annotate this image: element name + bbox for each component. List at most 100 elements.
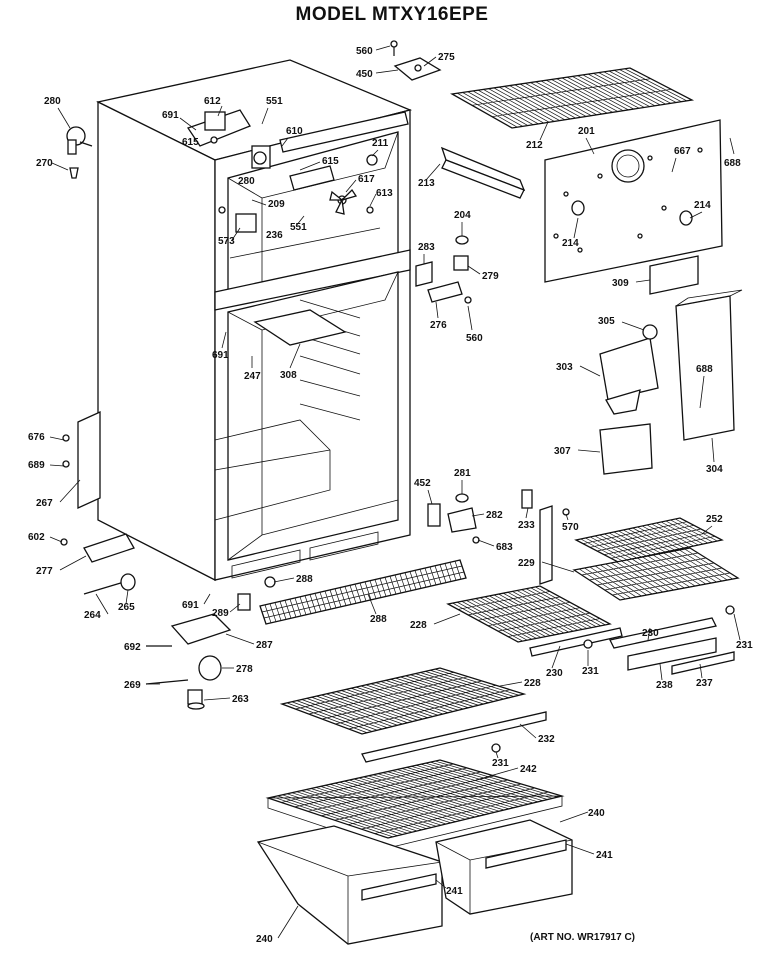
shelf-wire [404,572,412,591]
shelf-wire [498,593,569,633]
part-label: 278 [236,664,253,675]
shelf-wire [373,774,495,813]
shelf-wire [347,783,522,826]
shelf-wire [596,562,715,586]
part-label: 304 [706,464,723,475]
shelf-wire [449,562,457,581]
shelf-wire [457,601,528,641]
shelf-wire [483,89,544,124]
shelf-wire [414,570,422,589]
part-label: 689 [28,460,45,471]
shelf-wire [535,586,606,626]
fan-blade-icon [329,188,358,215]
shelf-wire [525,82,587,117]
part-label: 281 [454,468,471,479]
part-label: 231 [492,758,509,769]
part-label: 241 [446,886,463,897]
crisper-pans [256,819,573,945]
part-label: 676 [28,432,45,443]
shelf-wire [493,87,555,122]
part-label: 560 [356,46,373,57]
part-label: 617 [358,174,375,185]
shelf-wire [429,566,437,586]
shelf-wire [295,671,455,710]
shelf-wire [604,567,723,591]
evaporator-cover-panel [415,119,723,304]
part-label: 211 [372,138,389,149]
shelf-wire [382,772,505,811]
part-label: 280 [238,176,255,187]
shelf-wire [354,584,362,603]
part-label: 275 [438,52,455,63]
shelf-wire [614,69,677,103]
shelf-wire [287,793,408,834]
shelf-wire [384,577,392,596]
shelf-wire [364,581,372,600]
part-label: 214 [562,238,579,249]
shelf-wire [444,563,452,582]
shelf-wire [470,599,542,638]
shelf-wire [294,597,302,617]
part-label: 276 [430,320,447,331]
part-label: 615 [182,137,199,148]
shelf-wire [319,592,327,611]
shelf-wire [577,75,640,109]
part-label: 308 [280,370,297,381]
shelf-wire [308,676,469,715]
part-label: 691 [212,350,229,361]
shelf-wire [361,787,535,830]
shelf-wire [406,767,529,805]
part-label: 230 [642,628,659,639]
shelf-wire [335,684,497,725]
part-label: 305 [598,316,615,327]
shelf-wire [314,593,322,612]
fresh-food-shelves [446,517,740,675]
part-label: 667 [674,146,691,157]
shelf-wire [480,597,551,637]
shelf-wire [587,73,650,107]
part-label: 688 [696,364,713,375]
shelf-wire [507,618,601,637]
shelf-wire [281,763,454,803]
part-label: 228 [410,620,427,631]
shelf-wire [394,574,402,594]
shelf-wire [334,782,456,823]
shelf-wire [296,791,418,832]
shelf-wire [279,601,287,620]
shelf-wire [612,572,731,596]
refrigerator-cabinet [96,59,413,582]
part-label: 229 [518,558,535,569]
part-label: 214 [694,200,711,211]
shelf-wire [475,598,546,637]
hinge-bracket-icon [393,57,442,81]
shelf-wire [488,88,550,123]
shelf-wire [344,586,352,605]
shelf-wire [535,81,597,116]
shelf-wire [546,79,608,114]
shelf-wire [471,78,651,106]
shelf-wire [324,590,332,610]
shelf-wire [582,521,688,545]
part-label: 213 [418,178,435,189]
shelf-wire [325,785,447,825]
shelf-wire [462,92,523,127]
part-label: 450 [356,69,373,80]
shelf-wire [291,792,413,833]
part-label: 610 [286,126,303,137]
shelf-wire [289,598,297,618]
part-label: 612 [204,96,221,107]
part-label: 303 [556,362,573,373]
part-label: 241 [596,850,613,861]
shelf-wire [598,72,661,106]
shelf-wire [277,795,398,836]
leader-lines [49,45,741,939]
shelf-wire [320,786,442,826]
shelf-wire [498,86,560,121]
shelf-wire [593,73,656,107]
part-label: 269 [124,680,141,691]
side-hardware [60,410,276,710]
part-label: 236 [266,230,283,241]
shelf-wire [377,773,500,812]
shelf-wire [608,70,671,104]
part-label: 307 [554,446,571,457]
